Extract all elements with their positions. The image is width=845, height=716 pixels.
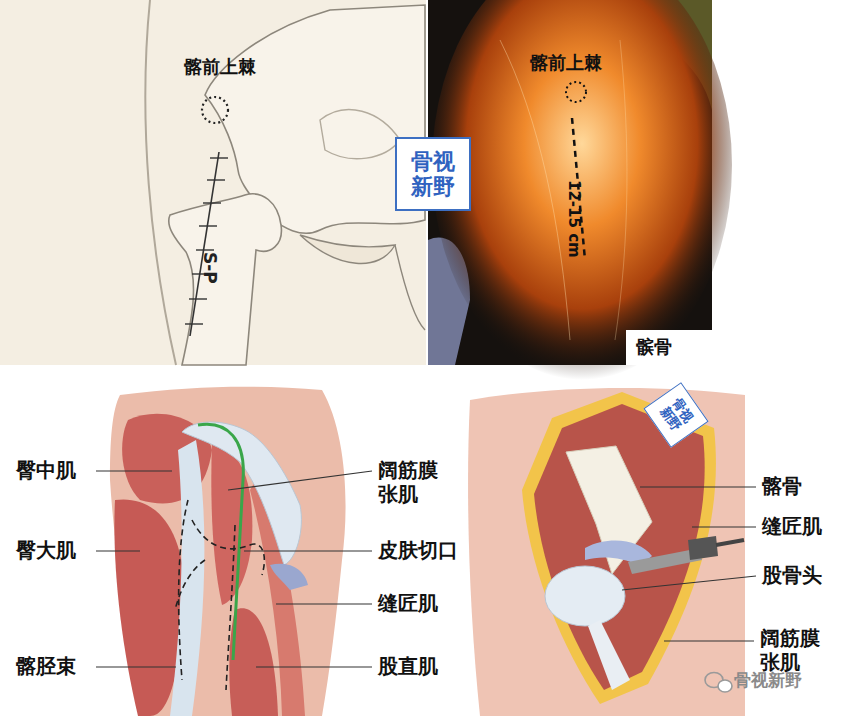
transillumination-photo — [428, 0, 732, 380]
surgical-exposure-part — [534, 404, 705, 690]
pelvis-sketch-part — [300, 235, 395, 263]
leader-line — [640, 486, 756, 487]
surgical-exposure — [468, 388, 745, 716]
part-label: 股骨头 — [762, 563, 822, 587]
pelvis-sketch-part — [0, 0, 426, 365]
pelvis-sketch-part-part — [203, 202, 221, 203]
part-label: 缝匠肌 — [378, 591, 438, 615]
leader-line — [244, 550, 372, 551]
part-label: 髂前上棘 — [530, 52, 602, 74]
part-label: 皮肤切口 — [378, 538, 458, 562]
pelvis-sketch-part-part — [185, 323, 203, 324]
leader-lines — [96, 471, 756, 667]
part-label: 臀大肌 — [16, 538, 76, 562]
leader-line — [256, 666, 372, 667]
pelvis-sketch-part-part — [207, 179, 225, 180]
leader-line — [228, 471, 372, 490]
lateral-hip-anatomy-part — [270, 564, 308, 590]
pelvis-sketch-part — [395, 245, 425, 330]
part-label: 髂骨 — [762, 474, 802, 498]
surgical-exposure-part — [588, 620, 630, 690]
leader-line — [692, 526, 756, 527]
lateral-hip-anatomy-part — [229, 608, 278, 716]
transillumination-photo-part — [626, 330, 712, 365]
part-label: 阔筋膜张肌 — [378, 458, 438, 506]
leader-line — [276, 603, 372, 604]
surgical-exposure-part — [522, 392, 716, 704]
wechat-icon — [705, 673, 732, 693]
watermark-text: 骨视新野 — [656, 396, 695, 434]
part-label: S-P — [200, 252, 220, 284]
part-label: 髂前上棘 — [184, 56, 256, 78]
transillumination-photo-part — [432, 0, 732, 380]
leader-line — [96, 550, 140, 551]
pelvis-sketch-part — [185, 158, 228, 324]
pelvis-sketch-part-part — [199, 225, 217, 226]
lateral-hip-anatomy-part — [175, 500, 264, 690]
pelvis-sketch — [0, 0, 426, 365]
pelvis-sketch-part-part — [210, 157, 228, 158]
part-label: 股直肌 — [378, 654, 438, 678]
part-label: 阔筋膜张肌 — [760, 626, 820, 674]
lateral-hip-anatomy-part-part — [192, 520, 264, 575]
pelvis-sketch-part — [320, 110, 400, 159]
lateral-hip-anatomy-part-part — [226, 525, 235, 690]
pelvis-sketch-part-part — [196, 249, 214, 250]
lateral-hip-anatomy-part-part — [179, 500, 188, 680]
part-label: 缝匠肌 — [762, 514, 822, 538]
transillumination-photo-part — [500, 40, 570, 340]
part-label: 臀中肌 — [16, 458, 76, 482]
leader-line — [96, 470, 172, 471]
surgical-exposure-part — [566, 446, 652, 574]
surgical-exposure-part — [468, 388, 745, 716]
wechat-icon-part — [718, 680, 732, 692]
watermark-box: 骨视新野 — [395, 137, 471, 211]
leader-line — [664, 640, 754, 641]
lateral-hip-anatomy-part-part — [175, 560, 205, 610]
surgical-exposure-part — [545, 566, 625, 626]
part-label: 髂胫束 — [16, 654, 76, 678]
part-label: 髌骨 — [636, 336, 672, 358]
surgical-exposure-part — [716, 540, 744, 545]
pelvis-sketch-part — [202, 97, 228, 123]
pelvis-sketch-part — [145, 0, 176, 365]
part-label: 12-15 cm — [565, 180, 583, 258]
transillumination-photo-part — [566, 82, 586, 102]
pelvis-sketch-part — [169, 194, 282, 365]
watermark-text: 骨视新野 — [411, 149, 455, 200]
pelvis-sketch-part-part — [189, 298, 207, 299]
lateral-hip-anatomy-part — [198, 424, 243, 660]
leader-line — [96, 666, 176, 667]
surgical-exposure-part — [688, 536, 718, 560]
leader-line — [622, 576, 756, 590]
transillumination-photo-part — [615, 40, 627, 340]
lateral-hip-anatomy-part — [170, 440, 204, 716]
watermark: 骨视新野 — [734, 670, 802, 690]
